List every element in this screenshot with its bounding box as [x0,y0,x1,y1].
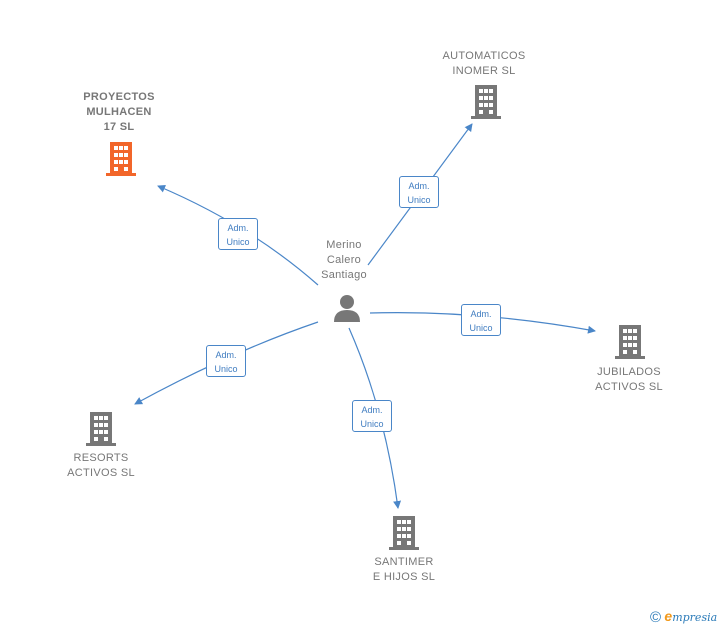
edge-label-proyectos[interactable]: Adm. Unico [218,218,258,250]
building-icon-resorts [86,412,116,446]
empresia-logo: © empresia [650,608,718,626]
edge-label-jubilados[interactable]: Adm. Unico [461,304,501,336]
company-jubilados-label[interactable]: JUBILADOS ACTIVOS SL [595,366,663,393]
person-name: Merino Calero Santiago [321,239,367,281]
company-resorts-label[interactable]: RESORTS ACTIVOS SL [67,452,135,479]
person-icon [334,295,360,322]
edge-label-automaticos[interactable]: Adm. Unico [399,176,439,208]
company-santimer-label[interactable]: SANTIMER E HIJOS SL [372,556,436,583]
edge-label-resorts[interactable]: Adm. Unico [206,345,246,377]
company-automaticos-label[interactable]: AUTOMATICOS INOMER SL [442,50,526,77]
company-proyectos-label[interactable]: PROYECTOS MULHACEN 17 SL [83,91,155,133]
edge-label-santimer[interactable]: Adm. Unico [352,400,392,432]
person-node[interactable]: Merino Calero Santiago [310,238,378,283]
building-icon-automaticos [471,85,501,119]
building-icon-proyectos [106,142,136,176]
building-icon-santimer [389,516,419,550]
building-icon-jubilados [615,325,645,359]
